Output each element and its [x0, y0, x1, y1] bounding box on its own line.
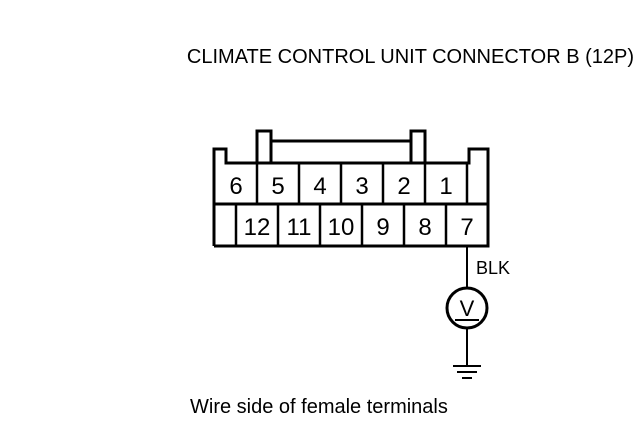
terminal-12: 12 — [244, 214, 271, 241]
terminal-6: 6 — [229, 173, 242, 200]
terminal-2: 2 — [397, 173, 410, 200]
voltmeter-symbol: V — [460, 296, 475, 321]
terminal-4: 4 — [313, 173, 326, 200]
terminal-3: 3 — [355, 173, 368, 200]
connector-body — [212, 147, 490, 248]
ground-icon — [453, 365, 481, 379]
terminal-numbers: 6 5 4 3 2 1 12 11 10 9 8 7 — [229, 173, 473, 241]
terminal-9: 9 — [376, 214, 389, 241]
connector-latch — [255, 129, 427, 165]
wire-color-label: BLK — [476, 258, 510, 278]
terminal-1: 1 — [439, 173, 452, 200]
terminal-5: 5 — [271, 173, 284, 200]
terminal-7: 7 — [460, 214, 473, 241]
cell-dividers — [234, 163, 469, 246]
voltmeter-icon: V — [445, 286, 489, 330]
terminal-11: 11 — [287, 214, 312, 241]
terminal-10: 10 — [328, 214, 355, 241]
terminal-8: 8 — [418, 214, 431, 241]
diagram-title: CLIMATE CONTROL UNIT CONNECTOR B (12P) — [186, 46, 634, 68]
diagram-caption: Wire side of female terminals — [190, 396, 448, 418]
